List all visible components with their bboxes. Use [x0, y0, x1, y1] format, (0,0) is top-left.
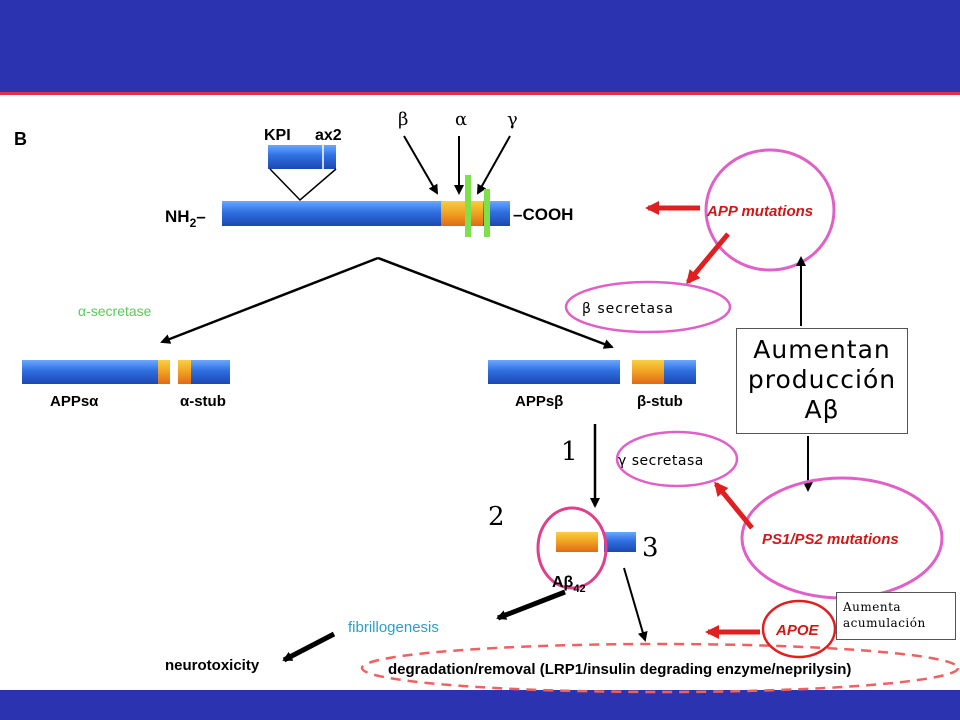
beta-secretasa-label: β secretasa: [582, 301, 674, 317]
membrane-mark-1: [465, 175, 471, 237]
app-mutations-circle: [704, 148, 836, 272]
domain-insertion-lines: [269, 168, 337, 202]
app-mutations-label: APP mutations: [706, 203, 813, 220]
alpha-stub-abeta-part: [178, 360, 191, 384]
abeta42-fragment: [556, 532, 598, 552]
kpi-label: KPI: [264, 127, 291, 144]
gamma-secretasa-label: γ secretasa: [618, 453, 704, 469]
ax2-label: ax2: [315, 127, 342, 144]
neurotoxicity-label: neurotoxicity: [165, 657, 260, 674]
abeta-stub-fragment: [604, 532, 636, 552]
alpha-label: α: [455, 109, 467, 130]
ps-mutations-label: PS1/PS2 mutations: [762, 531, 899, 548]
beta-cleavage-arrow: [403, 135, 439, 195]
abeta42-highlight-circle: [536, 506, 608, 590]
beta-pathway-arrow: [377, 256, 614, 349]
gamma-cleavage-arrow: [477, 135, 511, 195]
aumentan-produccion-box: Aumentan producción Aβ: [736, 328, 908, 434]
gamma-label: γ: [507, 109, 518, 130]
beta-stub-label: β-stub: [637, 393, 683, 410]
app-to-beta-secretasa-arrow: [686, 232, 730, 285]
nh2-terminal: NH2–: [165, 207, 206, 230]
ps-to-gamma-secretasa-arrow: [714, 481, 754, 530]
appsbeta-label: APPsβ: [515, 393, 563, 410]
neurotoxicity-arrow: [282, 631, 336, 663]
membrane-mark-2: [484, 189, 490, 237]
alpha-secretase-label: α-secretase: [78, 303, 152, 319]
aumentan-line-3: Aβ: [804, 395, 840, 424]
gamma-secretasa-ellipse: [615, 430, 739, 488]
appsalpha-label: APPsα: [50, 393, 99, 410]
appsalpha-bar: [22, 360, 170, 384]
alpha-stub-label: α-stub: [180, 393, 226, 410]
fibrillogenesis-label: fibrillogenesis: [348, 619, 439, 636]
panel-label: B: [14, 129, 27, 149]
title-banner: [0, 0, 960, 95]
step-number-2: 2: [488, 502, 505, 532]
step-number-1: 1: [561, 437, 578, 467]
aumentan-line-2: producción: [747, 365, 897, 394]
apoe-circle: [761, 599, 837, 659]
beta-stub-abeta-part: [632, 360, 664, 384]
kpi-ax2-domain: [268, 145, 336, 169]
beta-label: β: [398, 109, 408, 130]
degradation-label: degradation/removal (LRP1/insulin degrad…: [388, 661, 851, 678]
appsbeta-bar: [488, 360, 620, 384]
aumenta-line-1: Aumenta: [843, 600, 902, 614]
cooh-terminal: –COOH: [513, 205, 573, 224]
abeta42-label: Aβ42: [552, 574, 586, 595]
degradation-dashed-ellipse: [360, 642, 960, 694]
alpha-pathway-arrow: [160, 256, 379, 344]
beta-secretasa-ellipse: [564, 280, 732, 334]
aumentan-line-1: Aumentan: [753, 335, 891, 364]
step-number-3: 3: [642, 533, 659, 563]
abeta-region: [441, 201, 483, 226]
degradation-arrow: [623, 567, 648, 642]
aumenta-acumulacion-box: Aumenta acumulación: [836, 592, 956, 640]
fibrillogenesis-arrow: [496, 589, 566, 621]
apoe-label: APOE: [775, 622, 820, 639]
aumenta-line-2: acumulación: [843, 616, 926, 630]
appsalpha-abeta-part: [158, 360, 170, 384]
footer-banner: [0, 690, 960, 720]
